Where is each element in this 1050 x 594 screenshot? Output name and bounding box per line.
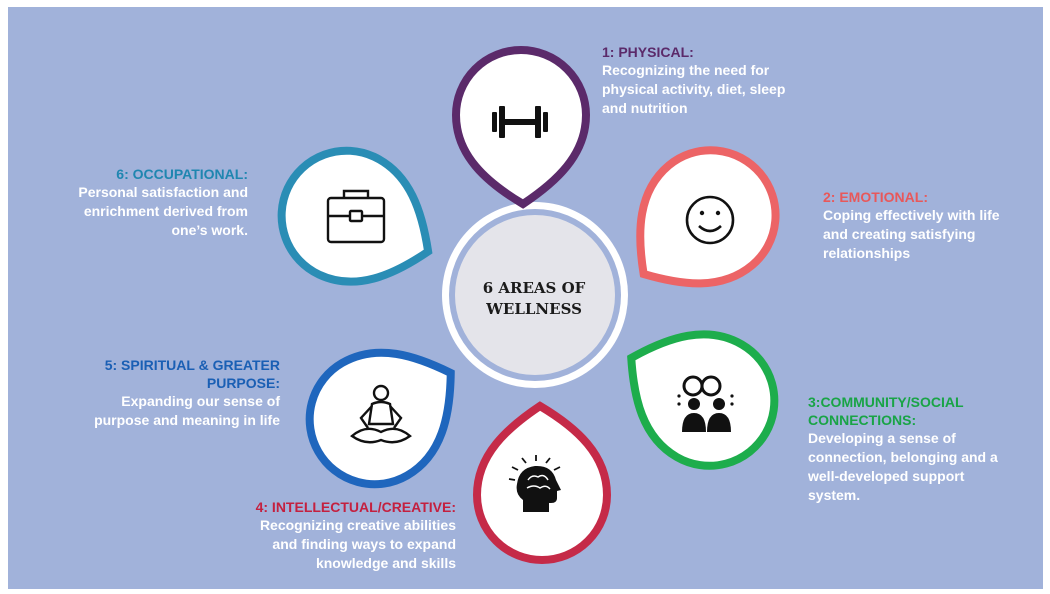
brain-head-icon	[508, 455, 561, 512]
intellectual-desc-line-3: knowledge and skills	[315, 555, 456, 571]
physical-bubble-shape	[451, 46, 591, 209]
occupational-bubble	[277, 146, 433, 286]
community-desc-line-3: well-developed support	[808, 468, 965, 484]
spiritual-title-line-1: 5: SPIRITUAL & GREATER	[104, 357, 280, 373]
physical-bubble	[451, 46, 591, 209]
spiritual-title-line-2: PURPOSE:	[206, 375, 280, 391]
community-bubble-shape	[627, 330, 779, 470]
occupational-text: 6: OCCUPATIONAL: Personal satisfaction a…	[40, 165, 248, 240]
intellectual-text: 4: INTELLECTUAL/CREATIVE: Recognizing cr…	[200, 498, 456, 573]
emotional-desc-line-2: and creating satisfying	[823, 226, 976, 242]
spiritual-text: 5: SPIRITUAL & GREATER PURPOSE: Expandin…	[40, 356, 280, 430]
community-text: 3:COMMUNITY/SOCIAL CONNECTIONS: Developi…	[808, 393, 1033, 505]
physical-text: 1: PHYSICAL: Recognizing the need for ph…	[602, 43, 842, 118]
smiley-icon	[685, 195, 735, 245]
physical-desc-line-1: Recognizing the need for	[602, 62, 770, 78]
emotional-desc-line-1: Coping effectively with life	[823, 207, 1000, 223]
occupational-desc-line-3: one’s work.	[171, 222, 248, 238]
physical-desc-line-3: and nutrition	[602, 100, 688, 116]
center-title-line-2: WELLNESS	[486, 300, 582, 318]
emotional-title: 2: EMOTIONAL:	[823, 189, 928, 205]
people-chat-icon	[677, 375, 734, 432]
community-title-line-1: 3:COMMUNITY/SOCIAL	[808, 394, 964, 410]
community-title-line-2: CONNECTIONS:	[808, 412, 917, 428]
spiritual-bubble	[305, 348, 455, 489]
physical-title: 1: PHYSICAL:	[602, 44, 694, 60]
spiritual-desc-line-2: purpose and meaning in life	[94, 412, 280, 428]
center-title-line-1: 6 AREAS OF	[482, 279, 586, 297]
intellectual-desc-line-1: Recognizing creative abilities	[259, 517, 456, 533]
center-circle	[455, 215, 615, 375]
community-bubble	[627, 330, 779, 470]
intellectual-desc-line-2: and finding ways to expand	[272, 536, 456, 552]
occupational-title: 6: OCCUPATIONAL:	[116, 166, 248, 182]
community-desc-line-2: connection, belonging and a	[808, 449, 998, 465]
emotional-text: 2: EMOTIONAL: Coping effectively with li…	[823, 188, 1043, 263]
meditation-icon	[350, 384, 412, 444]
physical-desc-line-2: physical activity, diet, sleep	[602, 81, 786, 97]
emotional-bubble	[636, 146, 780, 288]
briefcase-icon	[326, 189, 386, 244]
occupational-desc-line-2: enrichment derived from	[83, 203, 248, 219]
center-title: 6 AREAS OF WELLNESS	[470, 278, 598, 320]
emotional-bubble-shape	[636, 146, 780, 288]
intellectual-title: 4: INTELLECTUAL/CREATIVE:	[255, 499, 456, 515]
emotional-desc-line-3: relationships	[823, 245, 911, 261]
spiritual-desc-line-1: Expanding our sense of	[121, 393, 280, 409]
occupational-desc-line-1: Personal satisfaction and	[78, 184, 248, 200]
occupational-bubble-shape	[277, 146, 433, 286]
dumbbell-icon	[492, 106, 548, 138]
intellectual-bubble	[472, 401, 612, 564]
spiritual-bubble-shape	[305, 348, 455, 489]
community-desc-line-4: system.	[808, 487, 861, 503]
community-desc-line-1: Developing a sense of	[808, 430, 956, 446]
